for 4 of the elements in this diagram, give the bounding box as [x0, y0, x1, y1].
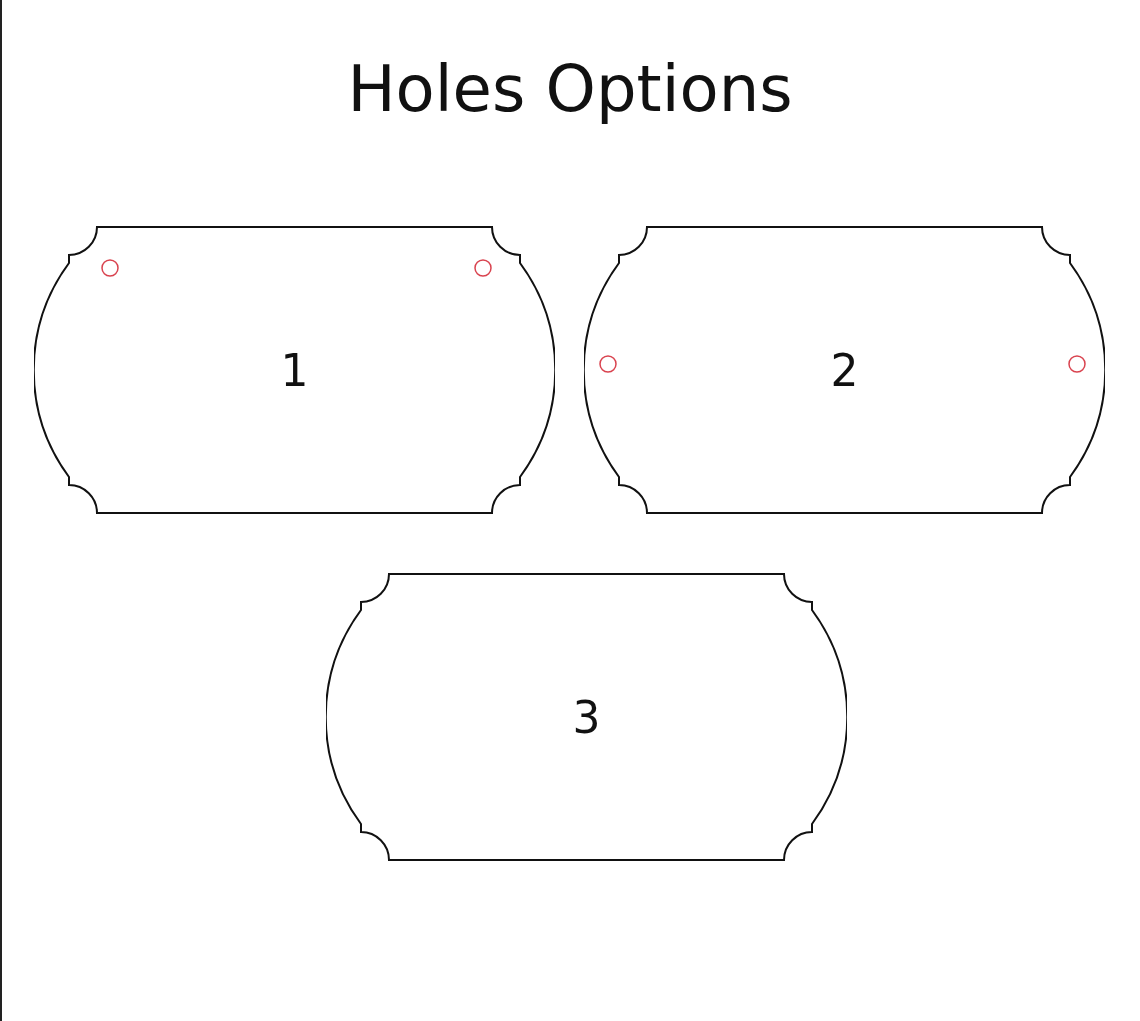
- option-number: 3: [572, 691, 601, 743]
- option-number: 1: [280, 344, 309, 396]
- option-number: 2: [830, 344, 859, 396]
- title: Holes Options: [347, 52, 793, 126]
